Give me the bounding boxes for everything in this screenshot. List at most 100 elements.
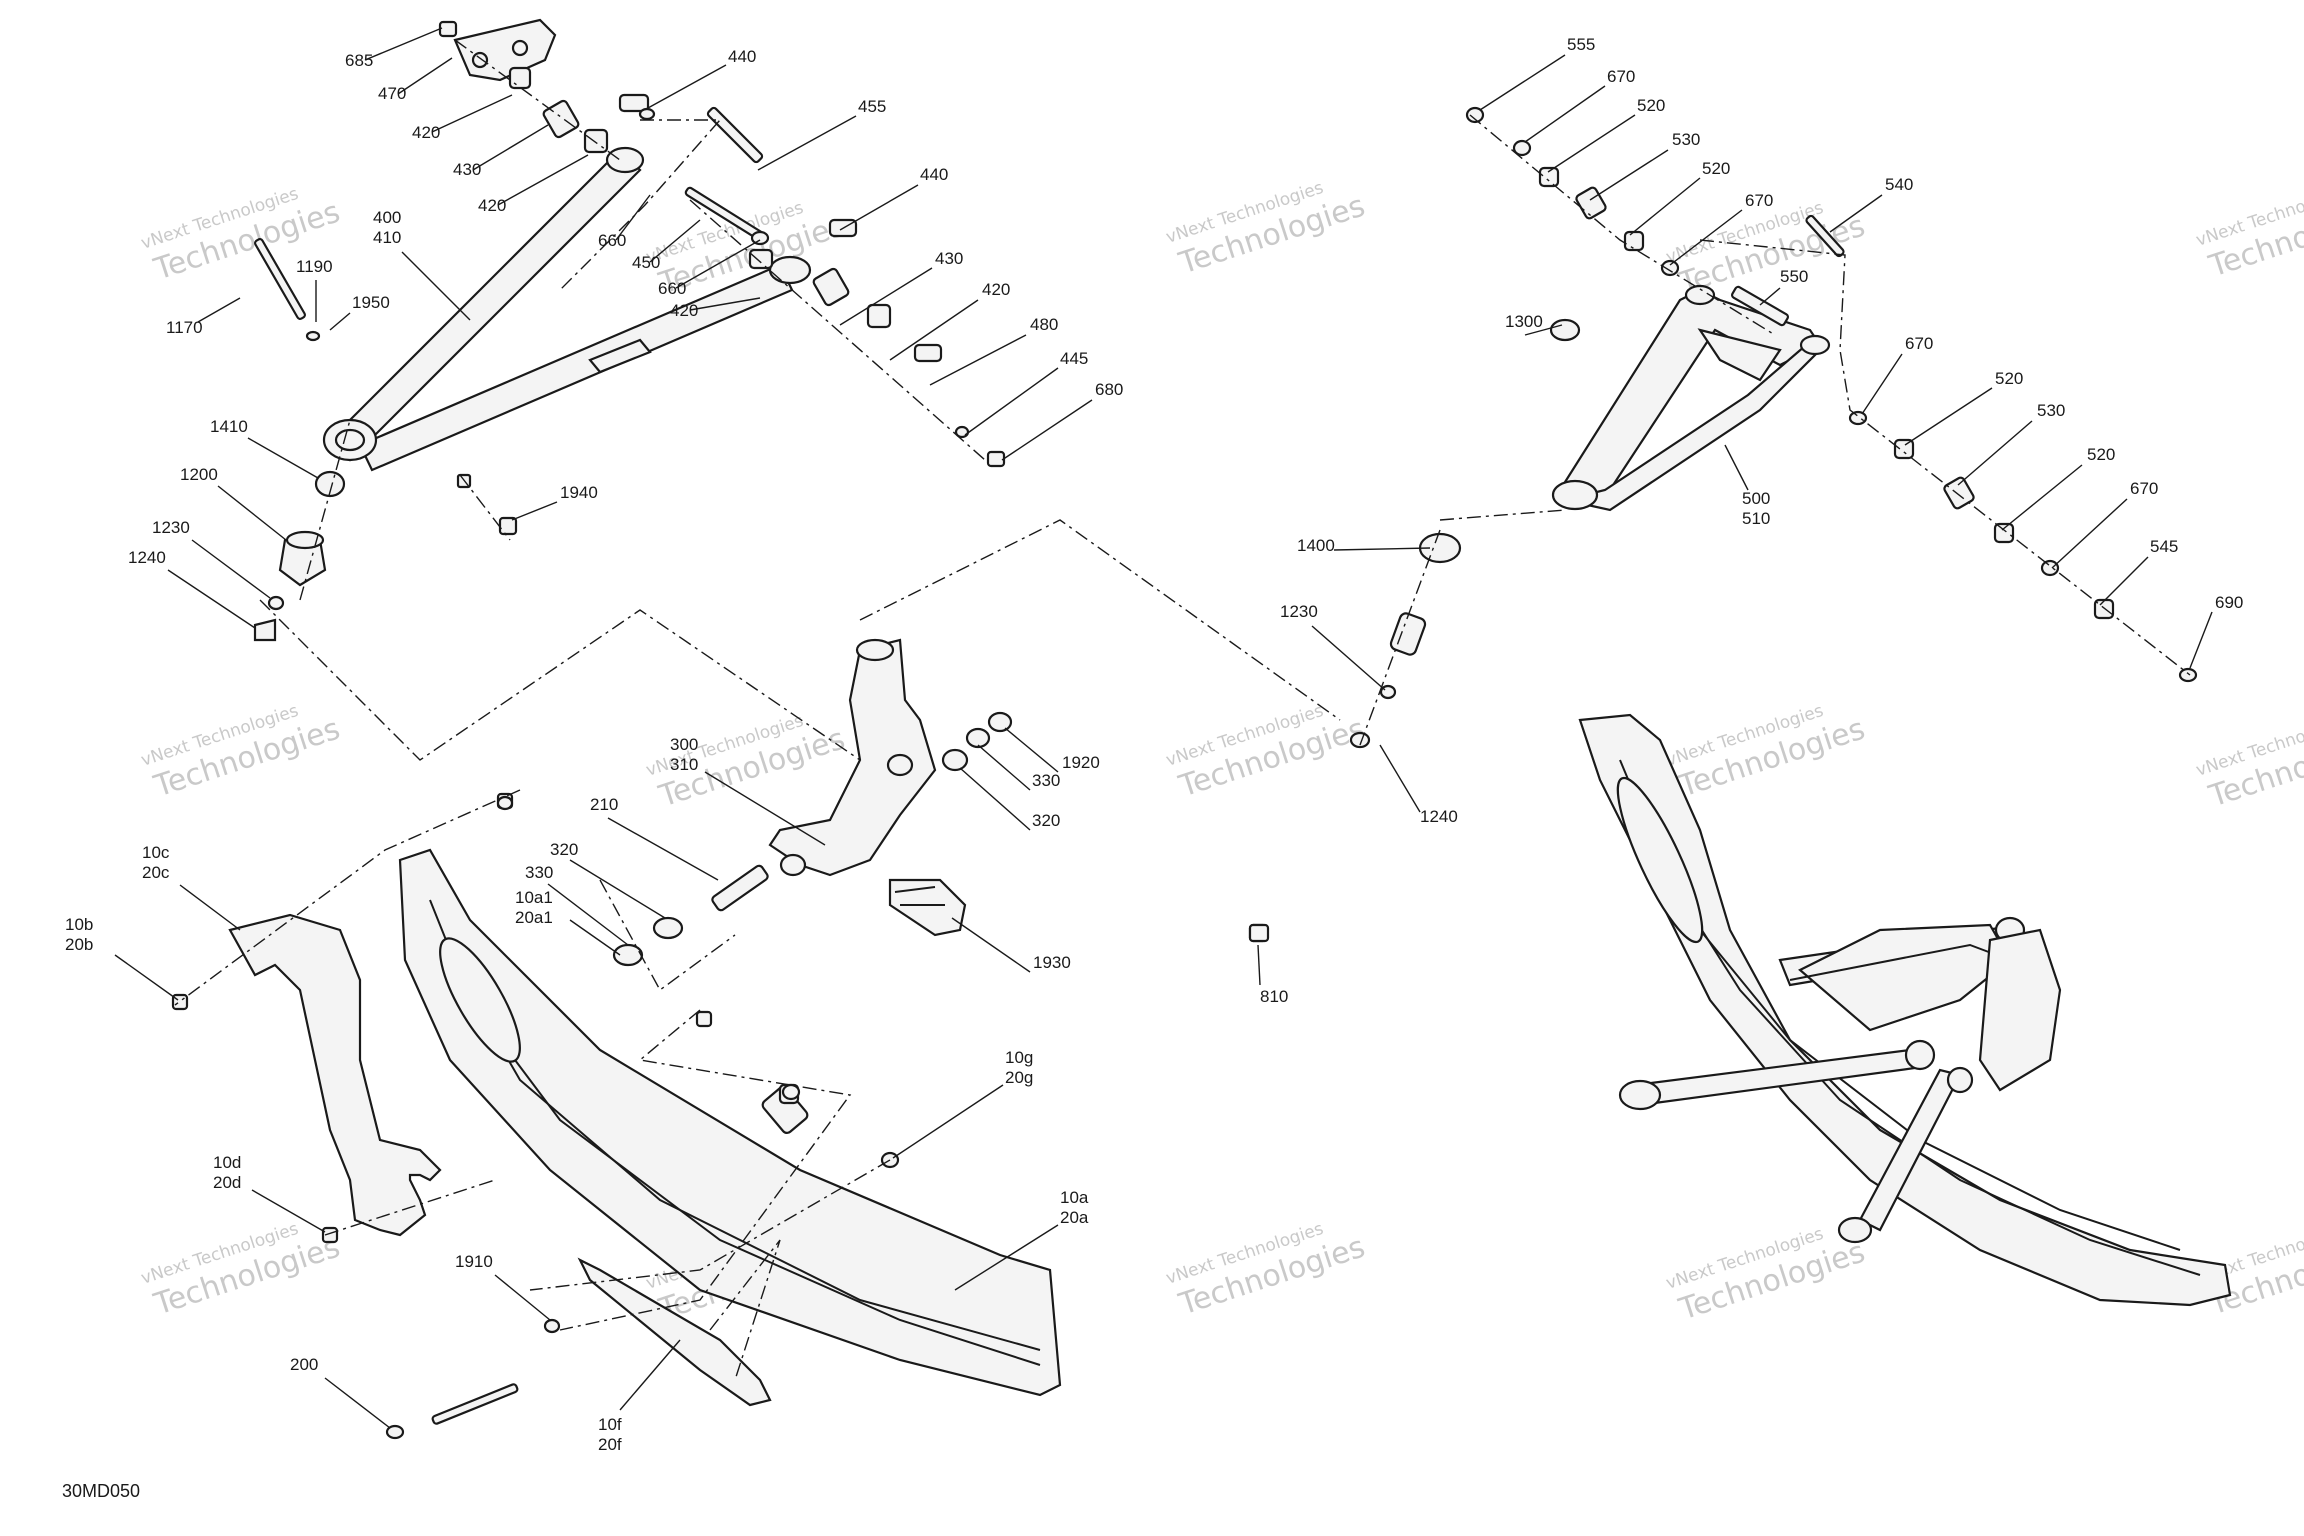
- callout-number: 20f: [598, 1435, 622, 1454]
- callout-c330a: 330: [977, 744, 1060, 791]
- leader-line: [2189, 611, 2213, 669]
- leader-line: [954, 1224, 1059, 1291]
- leader-line: [1829, 194, 1883, 233]
- callout-number: 470: [378, 84, 406, 103]
- callout-number: 520: [1995, 369, 2023, 388]
- callout-number: 670: [1607, 67, 1635, 86]
- callout-c470: 470: [378, 57, 453, 103]
- callout-c420b: 420: [478, 154, 589, 215]
- leader-line: [1861, 353, 1903, 415]
- callout-c670a: 670: [1524, 67, 1635, 143]
- callout-number: 10a: [1060, 1188, 1089, 1207]
- callout-c1190: 1190: [296, 257, 333, 322]
- leader-line: [191, 539, 271, 599]
- leader-line: [569, 919, 621, 956]
- callout-c530a: 530: [1589, 130, 1700, 201]
- callout-c320b: 320: [550, 840, 666, 919]
- callout-number: 10c: [142, 843, 170, 862]
- callout-number: 670: [2130, 479, 2158, 498]
- callout-c520d: 520: [2001, 445, 2115, 531]
- callout-number: 300: [670, 735, 698, 754]
- callout-c520a: 520: [1547, 96, 1665, 173]
- callout-c430a: 430: [453, 124, 549, 179]
- callout-number: 520: [1637, 96, 1665, 115]
- callout-number: 510: [1742, 509, 1770, 528]
- callout-number: 1230: [1280, 602, 1318, 621]
- leader-line: [649, 219, 701, 263]
- callout-c550: 550: [1759, 267, 1808, 306]
- callout-number: 330: [1032, 771, 1060, 790]
- callout-c690: 690: [2189, 593, 2243, 669]
- callout-c545: 545: [2099, 537, 2178, 606]
- callout-number: 555: [1567, 35, 1595, 54]
- callout-number: 690: [2215, 593, 2243, 612]
- leader-line: [607, 817, 719, 881]
- callout-number: 1170: [166, 318, 203, 337]
- leader-line: [2051, 498, 2128, 569]
- callout-c440b: 440: [839, 165, 948, 231]
- callout-c320a: 320: [959, 767, 1060, 831]
- callout-c430b: 430: [839, 249, 963, 326]
- callout-c685: 685: [345, 27, 443, 70]
- callout-c1240a: 1240: [128, 548, 256, 629]
- callout-number: 420: [478, 196, 506, 215]
- lower-a-arm: [1551, 284, 1831, 512]
- spindle-small-parts: [496, 792, 1268, 967]
- callout-number: 430: [453, 160, 481, 179]
- leader-line: [889, 299, 979, 361]
- leader-line: [329, 312, 351, 331]
- leader-line: [689, 297, 761, 311]
- leader-line: [1379, 744, 1421, 813]
- callout-number: 20a: [1060, 1208, 1089, 1227]
- leader-line: [951, 917, 1031, 973]
- callout-c540: 540: [1829, 175, 1913, 233]
- leader-line: [977, 744, 1031, 791]
- leader-line: [1759, 287, 1781, 306]
- callout-c1300: 1300: [1505, 312, 1563, 336]
- leader-line: [1724, 444, 1749, 491]
- leader-line: [704, 771, 826, 846]
- callout-number: 685: [345, 51, 373, 70]
- callout-c450: 450: [632, 219, 701, 272]
- callout-c1930: 1930: [951, 917, 1071, 973]
- callout-number: 680: [1095, 380, 1123, 399]
- callout-number: 660: [658, 279, 686, 298]
- leader-line: [619, 1339, 681, 1411]
- callout-number: 1190: [296, 257, 333, 276]
- callout-number: 445: [1060, 349, 1088, 368]
- callout-number: 500: [1742, 489, 1770, 508]
- leader-line: [114, 954, 179, 1001]
- callout-number: 1200: [180, 465, 218, 484]
- leader-line: [1004, 727, 1059, 773]
- callout-c440a: 440: [647, 47, 756, 109]
- callout-c480: 480: [929, 315, 1058, 386]
- callout-c420d: 420: [889, 280, 1010, 361]
- leader-line: [929, 334, 1027, 386]
- callout-c1940: 1940: [511, 483, 598, 521]
- callout-c1170: 1170: [166, 297, 241, 337]
- callout-number: 420: [412, 123, 440, 142]
- callout-number: 320: [550, 840, 578, 859]
- leader-line: [1669, 209, 1743, 266]
- callout-number: 440: [728, 47, 756, 66]
- leader-line: [1311, 625, 1386, 691]
- leader-line: [167, 569, 256, 629]
- leader-line: [1589, 149, 1669, 201]
- callout-c530b: 530: [1957, 401, 2065, 486]
- leader-line: [1257, 944, 1261, 986]
- callout-number: 540: [1885, 175, 1913, 194]
- callout-c670b: 670: [1669, 191, 1773, 266]
- leader-line: [511, 501, 558, 521]
- leader-line: [569, 859, 666, 919]
- callout-number: 210: [590, 795, 618, 814]
- diagram-code: 30MD050: [62, 1481, 140, 1501]
